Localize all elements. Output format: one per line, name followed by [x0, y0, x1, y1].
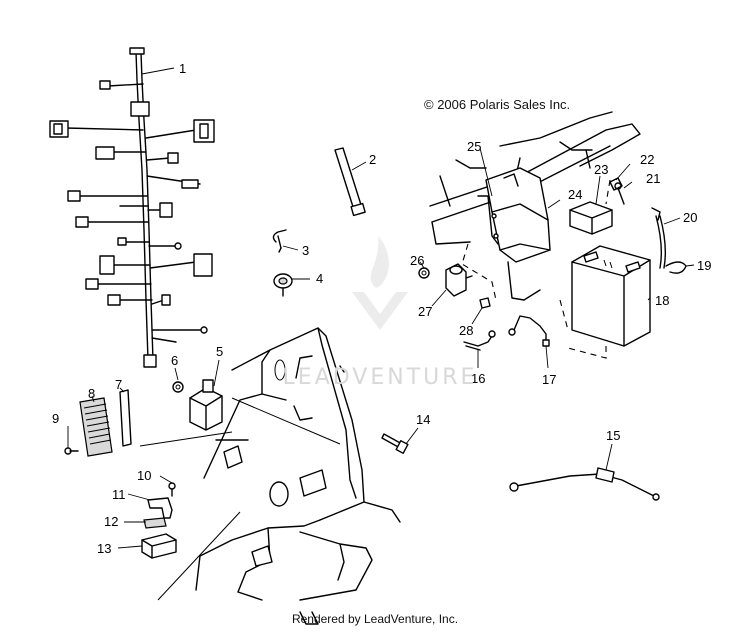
battery-box[interactable] [477, 167, 551, 301]
watermark-logo [352, 236, 408, 330]
grommet[interactable] [273, 273, 293, 297]
long-bolt[interactable] [334, 147, 366, 217]
callout-26: 26 [410, 253, 424, 268]
callout-18: 18 [655, 293, 669, 308]
callout-3: 3 [302, 243, 309, 258]
leader-lines [67, 67, 695, 549]
copyright-notice: © 2006 Polaris Sales Inc. [424, 97, 571, 112]
callout-9: 9 [52, 411, 59, 426]
ignition-coil[interactable] [189, 379, 223, 431]
callout-16: 16 [471, 371, 485, 386]
callout-24: 24 [568, 187, 582, 202]
callout-23: 23 [594, 162, 608, 177]
voltage-regulator[interactable] [79, 397, 113, 457]
screw[interactable] [64, 447, 79, 455]
callout-2: 2 [369, 152, 376, 167]
callout-5: 5 [216, 344, 223, 359]
callout-11: 11 [112, 487, 126, 502]
ground-cable[interactable] [463, 330, 496, 351]
callout-7: 7 [115, 377, 122, 392]
pad[interactable] [143, 517, 167, 529]
callout-labels: 1 2 3 4 5 6 7 8 9 10 11 12 13 14 15 16 1… [52, 61, 711, 556]
callout-12: 12 [104, 514, 118, 529]
callout-27: 27 [418, 304, 432, 319]
flange-nut[interactable] [479, 297, 491, 309]
callout-8: 8 [88, 386, 95, 401]
callout-17: 17 [542, 372, 556, 387]
footer-credit: Rendered by LeadVenture, Inc. [291, 612, 459, 626]
terminal-nut[interactable] [609, 177, 623, 191]
callout-21: 21 [646, 171, 660, 186]
cdi-module[interactable] [141, 533, 177, 559]
callout-1: 1 [179, 61, 186, 76]
callout-22: 22 [640, 152, 654, 167]
main-cable[interactable] [509, 467, 660, 501]
starter-cable[interactable] [508, 315, 550, 347]
callout-6: 6 [171, 353, 178, 368]
bracket[interactable] [147, 497, 173, 519]
starter-relay[interactable] [445, 263, 473, 297]
battery-pad[interactable] [569, 201, 613, 235]
assembly-guides [461, 179, 611, 359]
battery-cable[interactable] [651, 207, 667, 269]
wiring-harness[interactable] [49, 47, 215, 368]
callout-10: 10 [137, 468, 151, 483]
small-screw[interactable] [168, 482, 176, 497]
callout-28: 28 [459, 323, 473, 338]
callout-25: 25 [467, 139, 481, 154]
frame-bolt[interactable] [381, 433, 409, 454]
battery[interactable] [571, 245, 651, 347]
callout-20: 20 [683, 210, 697, 225]
frame-panel [139, 327, 401, 625]
callout-14: 14 [416, 412, 430, 427]
cable-clip[interactable] [272, 229, 287, 253]
cable-terminal[interactable] [665, 261, 687, 274]
callout-15: 15 [606, 428, 620, 443]
callout-13: 13 [97, 541, 111, 556]
callout-19: 19 [697, 258, 711, 273]
callout-4: 4 [316, 271, 323, 286]
watermark-text: LEADVENTURE [282, 365, 478, 390]
nut[interactable] [172, 381, 184, 393]
mounting-strip[interactable] [119, 389, 132, 447]
hex-nut[interactable] [418, 267, 430, 279]
